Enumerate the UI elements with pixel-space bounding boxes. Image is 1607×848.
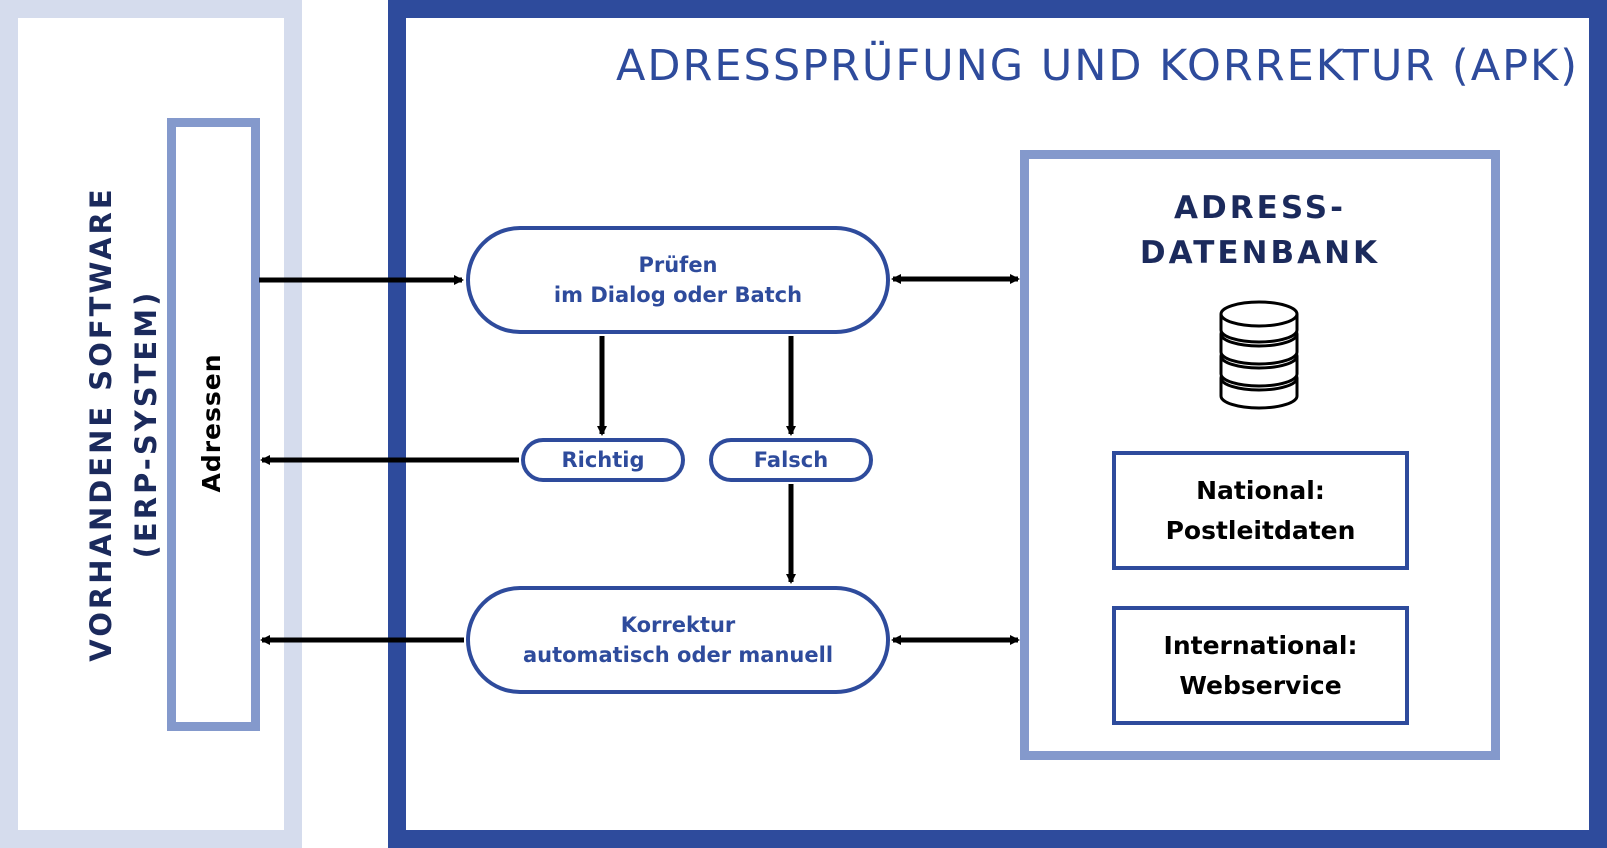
- apk-title: ADRESSPRÜFUNG UND KORREKTUR (APK): [615, 41, 1580, 91]
- international-line1: International:: [1163, 630, 1358, 660]
- addresses-box: [167, 118, 260, 731]
- correction-line2: automatisch oder manuell: [522, 643, 834, 667]
- check-process-node: Prüfen im Dialog oder Batch: [466, 226, 890, 334]
- correction-line1: Korrektur: [620, 613, 736, 637]
- national-line2: Postleitdaten: [1165, 515, 1356, 545]
- check-line2: im Dialog oder Batch: [553, 283, 803, 307]
- correct-label: Richtig: [561, 448, 645, 472]
- database-icon: [1219, 300, 1299, 410]
- check-line1: Prüfen: [638, 253, 718, 277]
- wrong-label: Falsch: [753, 448, 829, 472]
- international-source-box: International: Webservice: [1112, 606, 1409, 725]
- national-source-box: National: Postleitdaten: [1112, 451, 1409, 570]
- correction-process-node: Korrektur automatisch oder manuell: [466, 586, 890, 694]
- wrong-result-node: Falsch: [709, 438, 873, 482]
- correct-result-node: Richtig: [521, 438, 685, 482]
- db-title-line2: DATENBANK: [1139, 235, 1381, 271]
- address-database-title: ADRESS- DATENBANK: [1030, 186, 1490, 286]
- national-line1: National:: [1196, 475, 1325, 505]
- db-title-line1: ADRESS-: [1174, 190, 1346, 226]
- international-line2: Webservice: [1179, 670, 1342, 700]
